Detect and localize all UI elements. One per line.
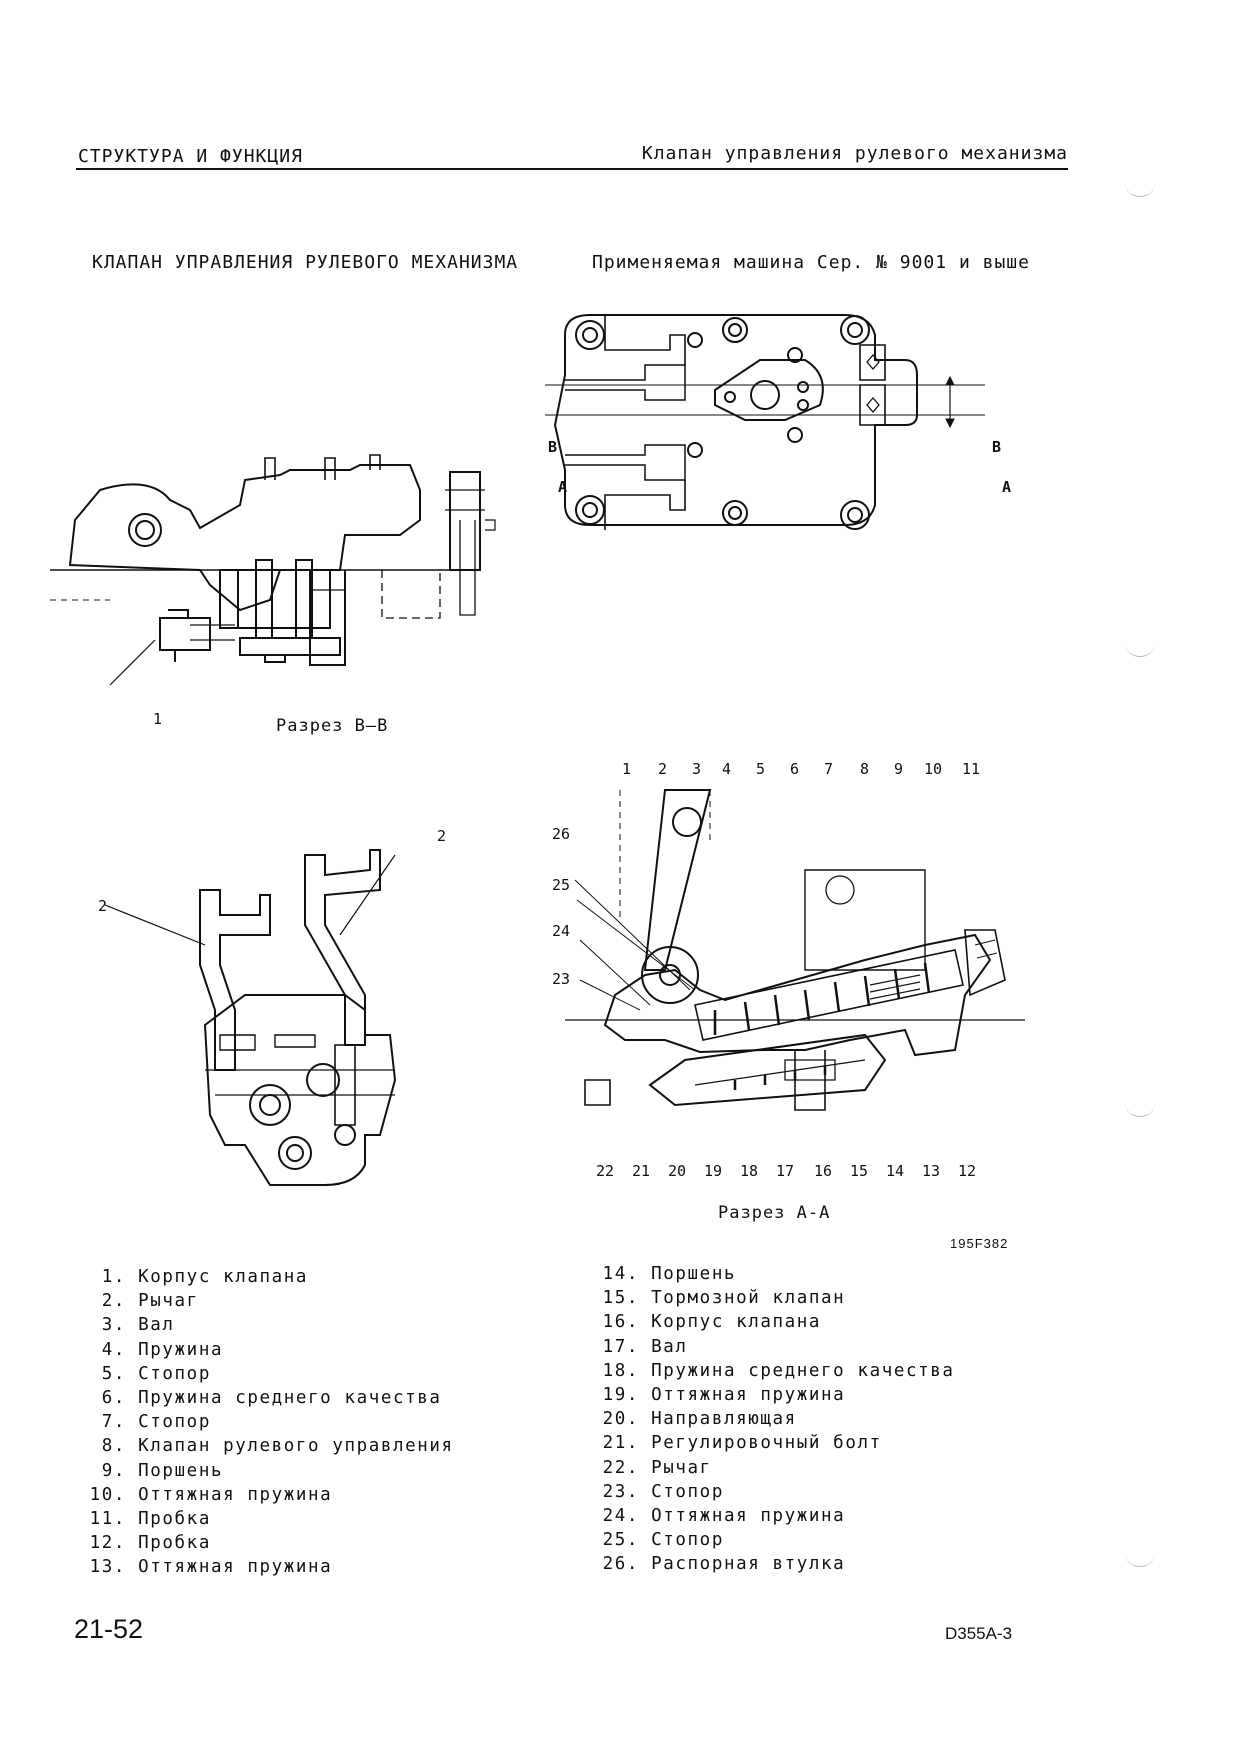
binder-hole-mark (1125, 1540, 1155, 1567)
callout-bottom-18: 18 (740, 1162, 759, 1180)
parts-list-left: 1. Корпус клапана 2. Рычаг 3. Вал 4. Пру… (60, 1265, 454, 1580)
callout-left-25: 25 (552, 876, 571, 894)
callout-top-5: 5 (756, 760, 766, 778)
page-number: 21-52 (74, 1614, 144, 1644)
binder-hole-mark (1125, 170, 1155, 197)
list-item: 25. Стопор (602, 1530, 724, 1551)
levers-callout-left: 2 (98, 897, 108, 915)
callout-top-8: 8 (860, 760, 870, 778)
list-item: 1. Корпус клапана (101, 1267, 309, 1287)
list-item: 19. Оттяжная пружина (602, 1385, 846, 1406)
lever-assembly-drawing (95, 835, 455, 1205)
binder-hole-mark (1125, 1090, 1155, 1117)
header-page-topic: Клапан управления рулевого механизма (641, 143, 1068, 164)
parts-list-right: 14. Поршень 15. Тормозной клапан 16. Кор… (573, 1262, 955, 1577)
list-item: 5. Стопор (101, 1363, 211, 1384)
list-item: 9. Поршень (101, 1460, 224, 1481)
callout-top-6: 6 (790, 760, 800, 778)
list-item: 2. Рычаг (101, 1291, 199, 1312)
list-item: 18. Пружина среднего качества (602, 1360, 955, 1381)
callout-bottom-20: 20 (668, 1162, 687, 1180)
callout-top-11: 11 (962, 760, 981, 778)
levers-callout-right: 2 (437, 827, 447, 845)
callout-top-7: 7 (824, 760, 834, 778)
top-view-mark-b-right: B (992, 438, 1002, 456)
callout-bottom-22: 22 (596, 1162, 615, 1180)
callout-top-10: 10 (924, 760, 943, 778)
list-item: 14. Поршень (602, 1264, 737, 1284)
callout-bottom-17: 17 (776, 1162, 795, 1180)
section-aa-drawing (565, 780, 1025, 1150)
header-section-label: СТРУКТУРА И ФУНКЦИЯ (78, 146, 303, 167)
callout-bottom-16: 16 (814, 1162, 833, 1180)
callout-top-3: 3 (692, 760, 702, 778)
section-aa-caption: Разрез A-A (718, 1203, 831, 1223)
list-item: 20. Направляющая (602, 1409, 797, 1430)
list-item: 22. Рычаг (602, 1457, 712, 1478)
callout-top-4: 4 (722, 760, 732, 778)
list-item: 11. Пробка (89, 1509, 211, 1530)
header-rule (76, 168, 1068, 170)
top-view-drawing (545, 305, 1025, 555)
top-view-mark-a-left: A (558, 478, 568, 496)
figure-code: 195F382 (950, 1236, 1009, 1251)
callout-bottom-12: 12 (958, 1162, 977, 1180)
section-bb-callout-1: 1 (153, 710, 163, 728)
list-item: 21. Регулировочный болт (602, 1433, 882, 1454)
callout-top-2: 2 (658, 760, 668, 778)
top-view-mark-a-right: A (1002, 478, 1012, 496)
callout-bottom-14: 14 (886, 1162, 905, 1180)
list-item: 7. Стопор (101, 1412, 211, 1433)
callout-bottom-21: 21 (632, 1162, 651, 1180)
binder-hole-mark (1125, 630, 1155, 657)
list-item: 24. Оттяжная пружина (602, 1506, 846, 1527)
list-item: 10. Оттяжная пружина (89, 1484, 333, 1505)
section-bb-drawing (40, 450, 560, 720)
callout-bottom-13: 13 (922, 1162, 941, 1180)
list-item: 26. Распорная втулка (602, 1554, 846, 1575)
list-item: 8. Клапан рулевого управления (101, 1436, 454, 1457)
callout-left-23: 23 (552, 970, 571, 988)
list-item: 15. Тормозной клапан (602, 1288, 846, 1309)
callout-left-26: 26 (552, 825, 571, 843)
list-item: 4. Пружина (101, 1339, 224, 1360)
callout-bottom-19: 19 (704, 1162, 723, 1180)
section-bb-caption: Разрез B–B (276, 716, 389, 736)
list-item: 16. Корпус клапана (602, 1312, 822, 1333)
list-item: 13. Оттяжная пружина (89, 1557, 333, 1578)
list-item: 17. Вал (602, 1336, 688, 1357)
section-title: КЛАПАН УПРАВЛЕНИЯ РУЛЕВОГО МЕХАНИЗМА (92, 252, 519, 273)
list-item: 12. Пробка (89, 1533, 211, 1554)
callout-left-24: 24 (552, 922, 571, 940)
list-item: 3. Вал (101, 1315, 175, 1336)
callout-top-9: 9 (894, 760, 904, 778)
top-view-mark-b-left: B (548, 438, 558, 456)
applicability-note: Применяемая машина Сер. № 9001 и выше (592, 252, 1030, 273)
callout-top-1: 1 (622, 760, 632, 778)
list-item: 6. Пружина среднего качества (101, 1388, 442, 1409)
callout-bottom-15: 15 (850, 1162, 869, 1180)
model-code: D355A-3 (945, 1624, 1013, 1643)
list-item: 23. Стопор (602, 1481, 724, 1502)
